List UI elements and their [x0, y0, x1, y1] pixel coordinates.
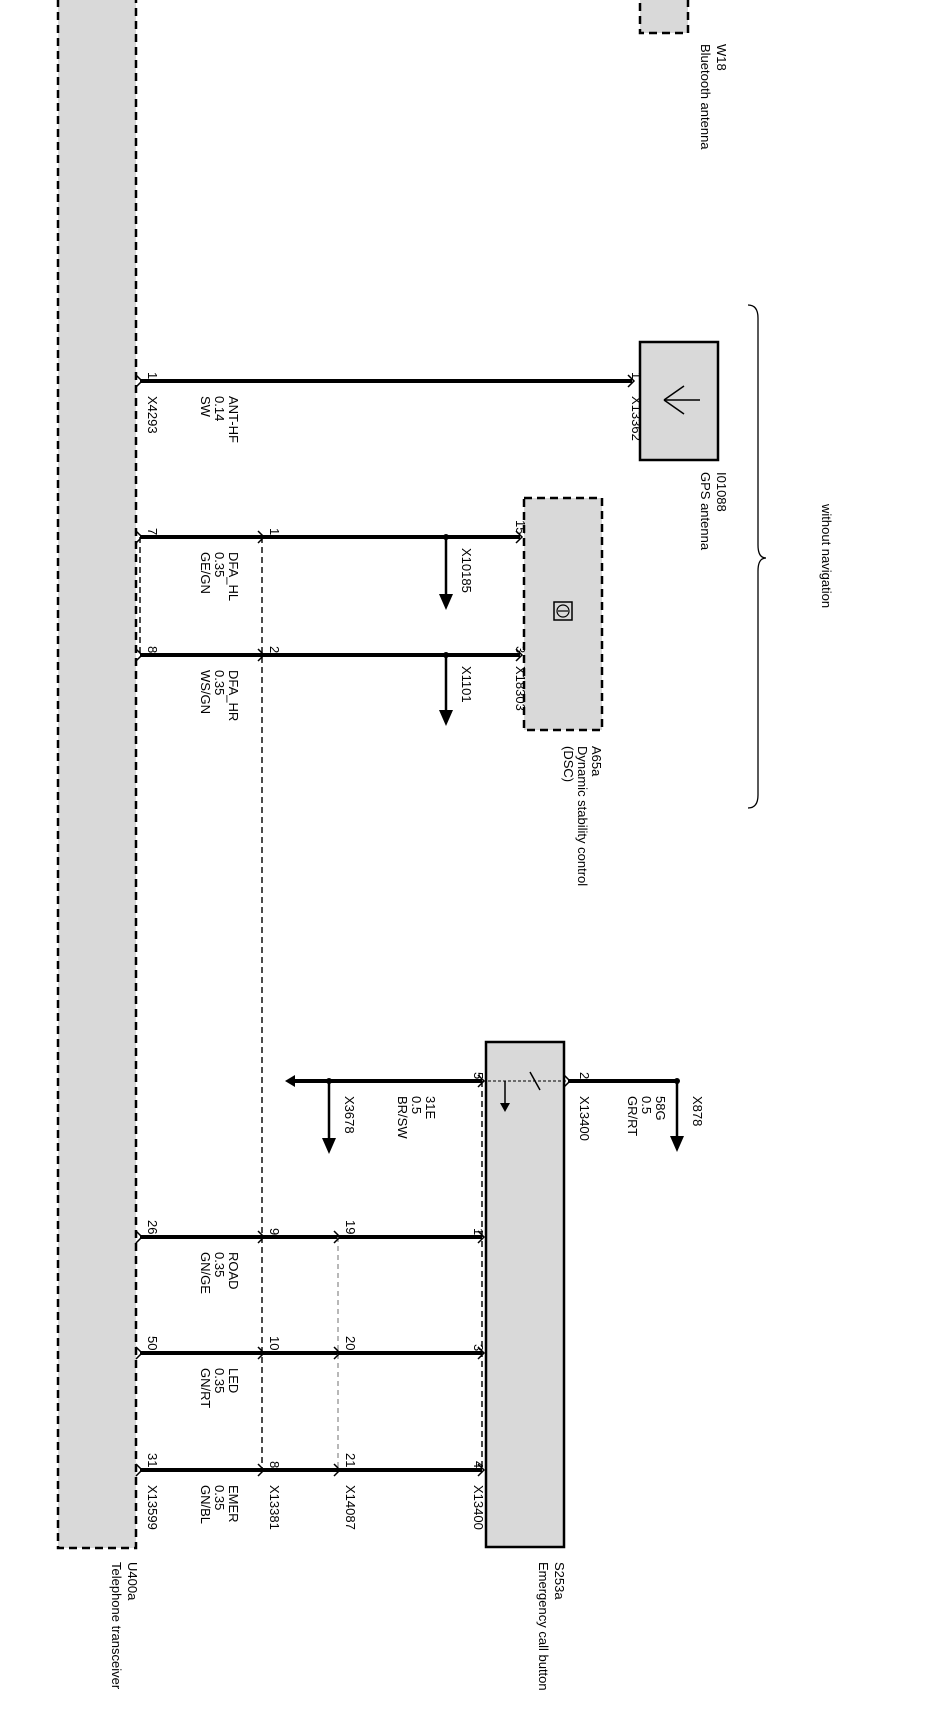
pin-tel-26: 26 — [145, 1220, 160, 1234]
wire-label-31e: 31E 0.5 BR/SW — [395, 1096, 438, 1139]
svg-text:Dynamic stability control: Dynamic stability control — [575, 746, 590, 886]
pin-x14087-19: 19 — [343, 1220, 358, 1234]
telephone-label: U400a Telephone transceiver — [109, 1562, 140, 1690]
svg-text:W18: W18 — [714, 44, 729, 71]
pin-tel-1: 1 — [145, 372, 160, 379]
ground-arrow — [285, 1075, 295, 1087]
splice-x878-arrow — [670, 1078, 684, 1152]
connector-x18303-label: X18303 — [513, 666, 528, 711]
pin-tel-31: 31 — [145, 1453, 160, 1467]
svg-text:Telephone transceiver: Telephone transceiver — [109, 1562, 124, 1690]
svg-text:0.35: 0.35 — [212, 552, 227, 577]
pin-x14087-21: 21 — [343, 1453, 358, 1467]
control-unit-icon — [553, 601, 573, 621]
svg-text:LED: LED — [226, 1368, 241, 1393]
pin-tel-50: 50 — [145, 1336, 160, 1350]
svg-text:DFA_HL: DFA_HL — [226, 552, 241, 601]
svg-text:GE/GN: GE/GN — [198, 552, 213, 594]
pin-x14087-20: 20 — [343, 1336, 358, 1350]
svg-text:SW: SW — [198, 396, 213, 418]
gps-antenna-box — [638, 340, 720, 462]
svg-text:GN/RT: GN/RT — [198, 1368, 213, 1408]
wire-label-58g: 58G 0.5 GR/RT — [625, 1096, 668, 1136]
svg-text:I01088: I01088 — [714, 472, 729, 512]
svg-text:GR/RT: GR/RT — [625, 1096, 640, 1136]
pin-gps-1: 1 — [629, 372, 644, 379]
svg-text:0.14: 0.14 — [212, 396, 227, 421]
connector-x14087-label: X14087 — [343, 1485, 358, 1530]
svg-text:(DSC): (DSC) — [561, 746, 576, 782]
pin-dsc-15: 15 — [513, 520, 528, 534]
svg-text:31E: 31E — [423, 1096, 438, 1119]
pin-x13381-1: 1 — [267, 528, 282, 535]
connector-x13400-top-label: X13400 — [577, 1096, 592, 1141]
pin-button-2: 2 — [577, 1072, 592, 1079]
connector-x878-label: X878 — [690, 1096, 705, 1126]
connector-x1101-label: X1101 — [459, 666, 474, 703]
connector-x13381-label: X13381 — [267, 1485, 282, 1530]
connector-x3678-label: X3678 — [342, 1096, 357, 1134]
pin-tel-8: 8 — [145, 646, 160, 653]
wire-label-dfa-hr: DFA_HR 0.35 WS/GN — [198, 670, 241, 721]
svg-text:EMER: EMER — [226, 1485, 241, 1523]
dsc-box — [522, 496, 604, 732]
wire-label-dfa-hl: DFA_HL 0.35 GE/GN — [198, 552, 241, 601]
svg-text:0.35: 0.35 — [212, 670, 227, 695]
splice-x3678-arrow — [322, 1078, 336, 1154]
wire-label-road: ROAD 0.35 GN/GE — [198, 1252, 241, 1294]
svg-text:GN/GE: GN/GE — [198, 1252, 213, 1294]
telephone-transceiver-box — [56, 0, 138, 1550]
bluetooth-antenna-label: W18 Bluetooth antenna — [698, 44, 729, 150]
dsc-label: A65a Dynamic stability control (DSC) — [561, 746, 604, 886]
svg-text:A65a: A65a — [589, 746, 604, 777]
antenna-icon — [663, 385, 700, 415]
svg-text:GN/BL: GN/BL — [198, 1485, 213, 1524]
wire-label-emer: EMER 0.35 GN/BL — [198, 1485, 241, 1524]
pin-button-4: 4 — [471, 1461, 486, 1468]
pin-x13381-2: 2 — [267, 646, 282, 653]
connector-x10185-label: X10185 — [459, 548, 474, 593]
splice-x1101-arrow — [439, 652, 453, 726]
svg-text:0.35: 0.35 — [212, 1368, 227, 1393]
pin-button-5: 5 — [471, 1072, 486, 1079]
pin-button-3: 3 — [471, 1344, 486, 1351]
svg-text:0.35: 0.35 — [212, 1252, 227, 1277]
emergency-button-label: S253a Emergency call button — [536, 1562, 567, 1691]
bluetooth-antenna-box — [638, 0, 690, 35]
connector-x13599-label: X13599 — [145, 1485, 160, 1530]
pin-x13381-10: 10 — [267, 1336, 282, 1350]
wire-label-led: LED 0.35 GN/RT — [198, 1368, 241, 1408]
svg-text:GPS antenna: GPS antenna — [698, 472, 713, 551]
svg-text:U400a: U400a — [125, 1562, 140, 1601]
pin-tel-7: 7 — [145, 528, 160, 535]
svg-text:Bluetooth antenna: Bluetooth antenna — [698, 44, 713, 150]
svg-text:S253a: S253a — [552, 1562, 567, 1600]
connector-x13400-label: X13400 — [471, 1485, 486, 1530]
wire-label-ant-hf: ANT-HF 0.14 SW — [198, 396, 241, 443]
svg-text:0.35: 0.35 — [212, 1485, 227, 1510]
svg-text:WS/GN: WS/GN — [198, 670, 213, 714]
bracket-label: without navigation — [819, 503, 834, 608]
svg-text:ANT-HF: ANT-HF — [226, 396, 241, 443]
pin-x13381-9: 9 — [267, 1228, 282, 1235]
splice-x10185-arrow — [439, 534, 453, 610]
pin-button-1: 1 — [471, 1228, 486, 1235]
svg-text:DFA_HR: DFA_HR — [226, 670, 241, 721]
svg-text:BR/SW: BR/SW — [395, 1096, 410, 1139]
pin-x13381-8: 8 — [267, 1461, 282, 1468]
svg-text:0.5: 0.5 — [409, 1096, 424, 1114]
svg-text:0.5: 0.5 — [639, 1096, 654, 1114]
bracket — [747, 304, 767, 809]
emergency-button-box — [484, 1040, 566, 1549]
switch-icon — [478, 1071, 566, 1112]
svg-text:ROAD: ROAD — [226, 1252, 241, 1290]
gps-antenna-label: I01088 GPS antenna — [698, 472, 729, 551]
pin-marks — [135, 374, 636, 1477]
connector-x13362-label: X13362 — [629, 396, 644, 441]
svg-text:Emergency call button: Emergency call button — [536, 1562, 551, 1691]
connector-x4293-label: X4293 — [145, 396, 160, 434]
pin-dsc-3: 3 — [513, 646, 528, 653]
svg-text:58G: 58G — [653, 1096, 668, 1121]
